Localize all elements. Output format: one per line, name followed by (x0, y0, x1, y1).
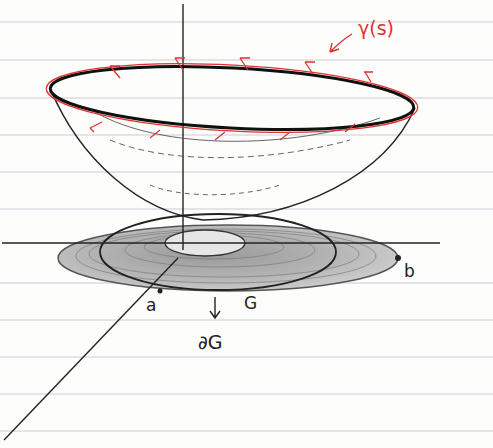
domain-disk (58, 225, 398, 291)
curve-leader (330, 34, 352, 52)
point-label: b (404, 262, 415, 281)
paraboloid-surface (50, 88, 415, 220)
boundary-label: ∂G (198, 332, 223, 353)
domain-label: G (244, 294, 257, 313)
curve-label: γ(s) (358, 18, 394, 39)
orientation-curve (45, 55, 420, 140)
domain-boundary (100, 214, 336, 290)
rim-curve (49, 59, 416, 138)
axes (2, 4, 440, 440)
point-b (395, 255, 401, 261)
orientation-ticks (90, 58, 373, 140)
disk-hatching (76, 229, 376, 283)
ruled-lines (0, 22, 493, 431)
boundary-arrow (210, 297, 220, 318)
point-label: a (146, 296, 156, 315)
point-a (158, 289, 163, 294)
